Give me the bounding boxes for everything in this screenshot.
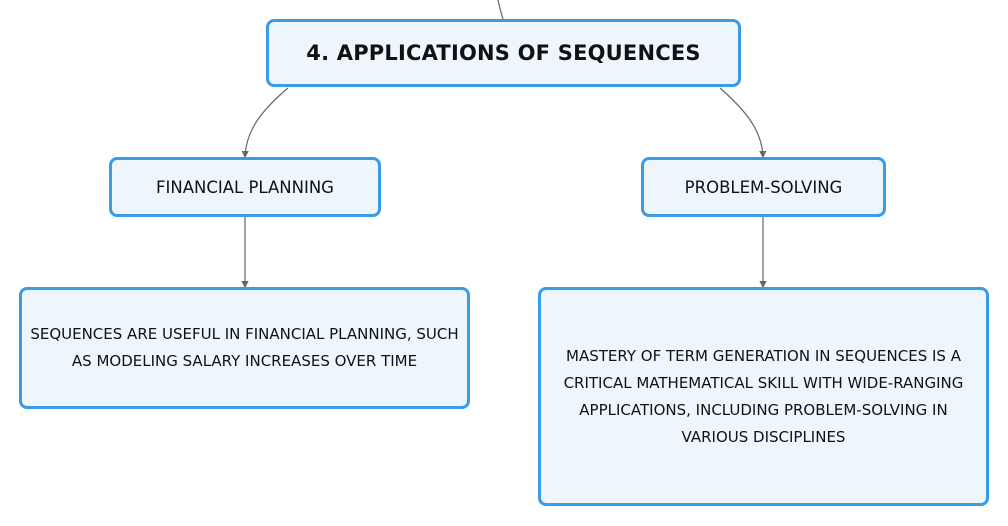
financial-planning-detail-text: SEQUENCES ARE USEFUL IN FINANCIAL PLANNI… bbox=[30, 325, 459, 370]
financial-planning-node[interactable]: FINANCIAL PLANNING bbox=[109, 157, 381, 217]
connector-root-to-problem-solving bbox=[719, 87, 767, 159]
root-node-label: 4. APPLICATIONS OF SEQUENCES bbox=[306, 41, 701, 65]
connector-root-to-financial-planning bbox=[241, 87, 289, 159]
problem-solving-detail-text: MASTERY OF TERM GENERATION IN SEQUENCES … bbox=[563, 346, 964, 446]
financial-planning-detail-node[interactable]: SEQUENCES ARE USEFUL IN FINANCIAL PLANNI… bbox=[19, 287, 470, 409]
problem-solving-detail-node[interactable]: MASTERY OF TERM GENERATION IN SEQUENCES … bbox=[538, 287, 989, 506]
connector-parent-to-root bbox=[497, 0, 504, 20]
problem-solving-label: PROBLEM-SOLVING bbox=[684, 177, 843, 197]
problem-solving-node[interactable]: PROBLEM-SOLVING bbox=[641, 157, 886, 217]
root-node[interactable]: 4. APPLICATIONS OF SEQUENCES bbox=[266, 19, 741, 87]
financial-planning-label: FINANCIAL PLANNING bbox=[156, 177, 334, 197]
